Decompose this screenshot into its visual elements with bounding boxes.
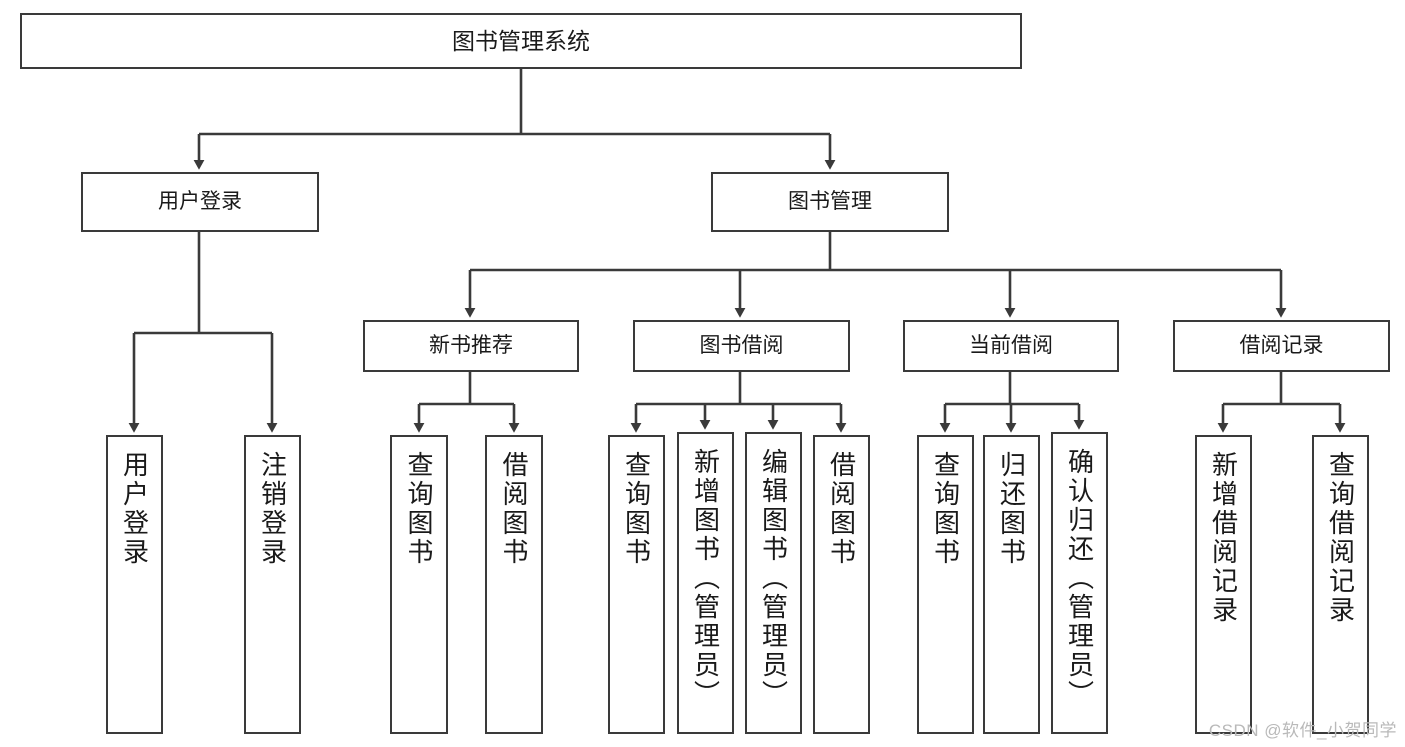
node-borrow-record-label: 借阅记录 (1239, 333, 1324, 357)
leaf-label: 查询图书 (621, 451, 652, 567)
leaf-label: 确认归还（管理员） (1064, 448, 1095, 709)
leaf-current-borrow-query[interactable]: 查询图书 (917, 435, 974, 734)
leaf-label: 查询借阅记录 (1325, 451, 1356, 625)
leaf-new-book-query[interactable]: 查询图书 (390, 435, 448, 734)
leaf-label: 查询图书 (930, 451, 961, 567)
leaf-book-borrow-edit[interactable]: 编辑图书（管理员） (745, 432, 802, 734)
leaf-borrow-record-query[interactable]: 查询借阅记录 (1312, 435, 1369, 734)
node-current-borrow[interactable]: 当前借阅 (903, 320, 1119, 372)
node-root-label: 图书管理系统 (452, 27, 590, 54)
leaf-label: 编辑图书（管理员） (758, 448, 789, 709)
leaf-user-login-signout[interactable]: 注销登录 (244, 435, 301, 734)
node-book-borrow[interactable]: 图书借阅 (633, 320, 850, 372)
node-root-system[interactable]: 图书管理系统 (20, 13, 1022, 69)
leaf-label: 查询图书 (404, 451, 434, 567)
node-current-borrow-label: 当前借阅 (969, 333, 1053, 357)
leaf-current-borrow-confirm-return[interactable]: 确认归还（管理员） (1051, 432, 1108, 734)
node-book-borrow-label: 图书借阅 (699, 333, 784, 357)
leaf-label: 归还图书 (996, 451, 1027, 567)
node-book-management-label: 图书管理 (788, 189, 872, 213)
node-user-login[interactable]: 用户登录 (81, 172, 319, 232)
node-book-management[interactable]: 图书管理 (711, 172, 949, 232)
leaf-label: 新增图书（管理员） (690, 448, 721, 709)
leaf-label: 借阅图书 (499, 451, 529, 567)
watermark: CSDN @软件_小贺同学 (1208, 721, 1397, 740)
leaf-borrow-record-add[interactable]: 新增借阅记录 (1195, 435, 1252, 734)
leaf-book-borrow-query[interactable]: 查询图书 (608, 435, 665, 734)
node-borrow-record[interactable]: 借阅记录 (1173, 320, 1390, 372)
leaf-label: 注销登录 (257, 451, 288, 567)
node-new-book-recommend[interactable]: 新书推荐 (363, 320, 579, 372)
leaf-book-borrow-add[interactable]: 新增图书（管理员） (677, 432, 734, 734)
leaf-current-borrow-return[interactable]: 归还图书 (983, 435, 1040, 734)
leaf-label: 借阅图书 (826, 451, 857, 567)
leaf-label: 用户登录 (119, 451, 150, 567)
node-user-login-label: 用户登录 (158, 189, 242, 213)
leaf-new-book-borrow[interactable]: 借阅图书 (485, 435, 543, 734)
node-new-book-recommend-label: 新书推荐 (429, 333, 513, 357)
leaf-label: 新增借阅记录 (1208, 451, 1239, 625)
leaf-user-login-signin[interactable]: 用户登录 (106, 435, 163, 734)
leaf-book-borrow-borrow[interactable]: 借阅图书 (813, 435, 870, 734)
